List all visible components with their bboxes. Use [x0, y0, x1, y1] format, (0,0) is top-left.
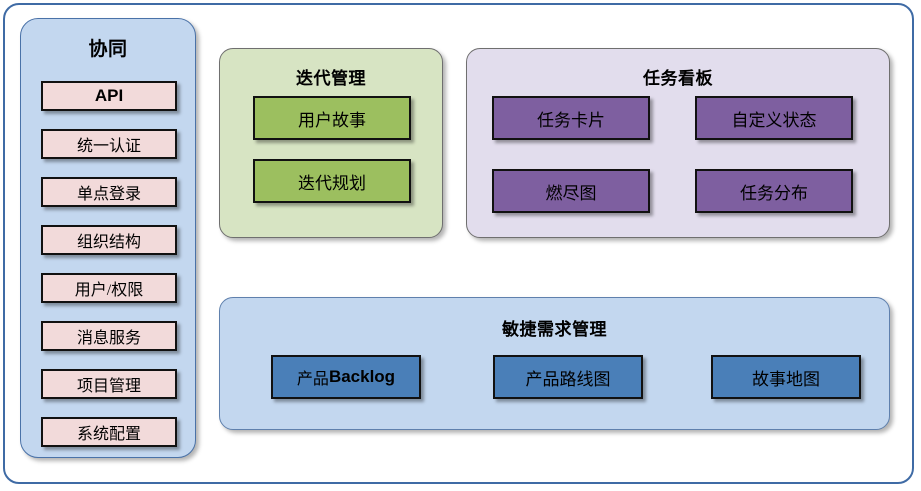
taskboard-item-task-distribution[interactable]: 任务分布	[695, 169, 853, 213]
iteration-item-user-story[interactable]: 用户故事	[253, 96, 411, 140]
taskboard-item-burndown-chart[interactable]: 燃尽图	[492, 169, 650, 213]
task-board-title: 任务看板	[643, 69, 713, 88]
sidebar-item-message-service[interactable]: 消息服务	[41, 321, 177, 351]
sidebar-title: 协同	[88, 39, 128, 60]
agile-item-product-roadmap[interactable]: 产品路线图	[493, 355, 643, 399]
sidebar-item-single-sign-on[interactable]: 单点登录	[41, 177, 177, 207]
sidebar-item-user-permissions[interactable]: 用户/权限	[41, 273, 177, 303]
sidebar-item-api[interactable]: API	[41, 81, 177, 111]
sidebar-item-org-structure[interactable]: 组织结构	[41, 225, 177, 255]
iteration-management-title: 迭代管理	[296, 69, 366, 88]
sidebar-item-project-management[interactable]: 项目管理	[41, 369, 177, 399]
iteration-management-group: 迭代管理 用户故事 迭代规划	[219, 48, 443, 238]
sidebar-item-unified-auth[interactable]: 统一认证	[41, 129, 177, 159]
iteration-item-iteration-planning[interactable]: 迭代规划	[253, 159, 411, 203]
agile-item-product-backlog-cn: 产品	[296, 371, 329, 388]
agile-item-story-map[interactable]: 故事地图	[711, 355, 861, 399]
taskboard-item-task-card[interactable]: 任务卡片	[492, 96, 650, 140]
collaboration-sidebar-panel: 协同 API 统一认证 单点登录 组织结构 用户/权限 消息服务 项目管理 系统…	[20, 18, 196, 458]
sidebar-item-system-config[interactable]: 系统配置	[41, 417, 177, 447]
task-board-group: 任务看板 任务卡片 自定义状态 燃尽图 任务分布	[466, 48, 890, 238]
taskboard-item-custom-status[interactable]: 自定义状态	[695, 96, 853, 140]
agile-requirements-title: 敏捷需求管理	[502, 320, 607, 339]
agile-item-product-backlog-latin: Backlog	[328, 367, 396, 386]
